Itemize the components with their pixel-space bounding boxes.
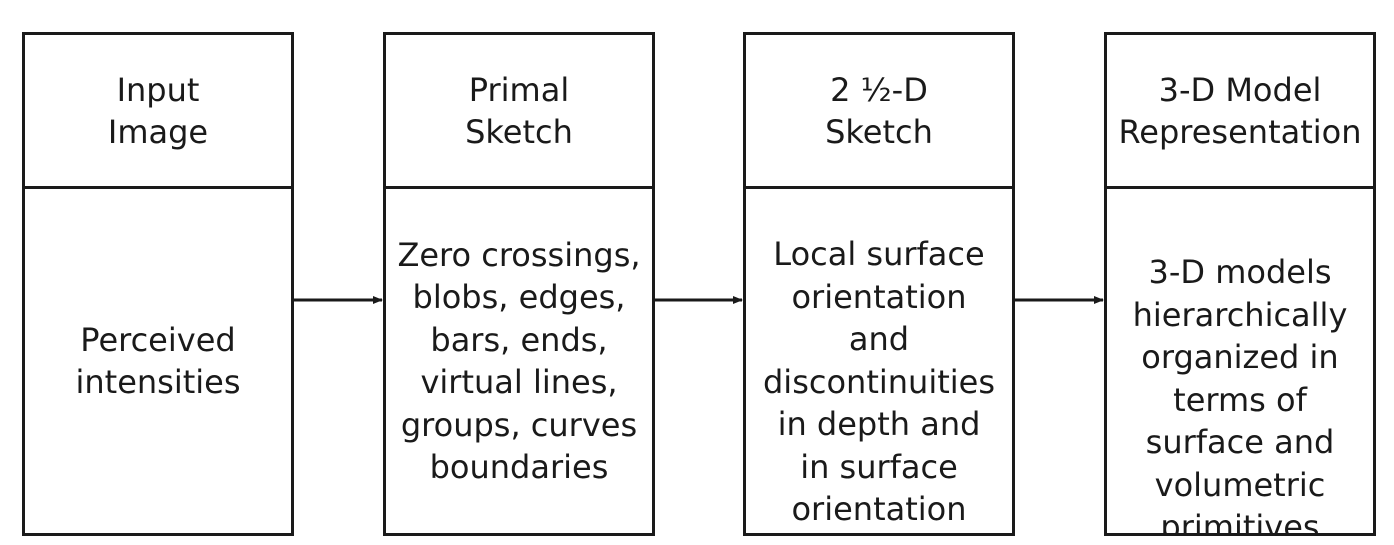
stage-box-input-image: Input Image Perceived intensities <box>22 32 294 536</box>
stage-title: Input Image <box>25 35 291 189</box>
stage-title: Primal Sketch <box>386 35 652 189</box>
stage-description: Zero crossings, blobs, edges, bars, ends… <box>397 235 641 487</box>
stage-description: Local surface orientation and discontinu… <box>762 235 995 528</box>
stage-title: 3-D Model Representation <box>1107 35 1373 189</box>
stage-box-3d-model-representation: 3-D Model Representation 3-D models hier… <box>1104 32 1376 536</box>
stage-box-primal-sketch: Primal Sketch Zero crossings, blobs, edg… <box>383 32 655 536</box>
stage-title: 2 ½-D Sketch <box>746 35 1012 189</box>
stage-box-2-half-d-sketch: 2 ½-D Sketch Local surface orientation a… <box>743 32 1015 536</box>
stage-description: 3-D models hierarchically organized in t… <box>1132 253 1348 533</box>
stage-description: Perceived intensities <box>75 320 241 402</box>
